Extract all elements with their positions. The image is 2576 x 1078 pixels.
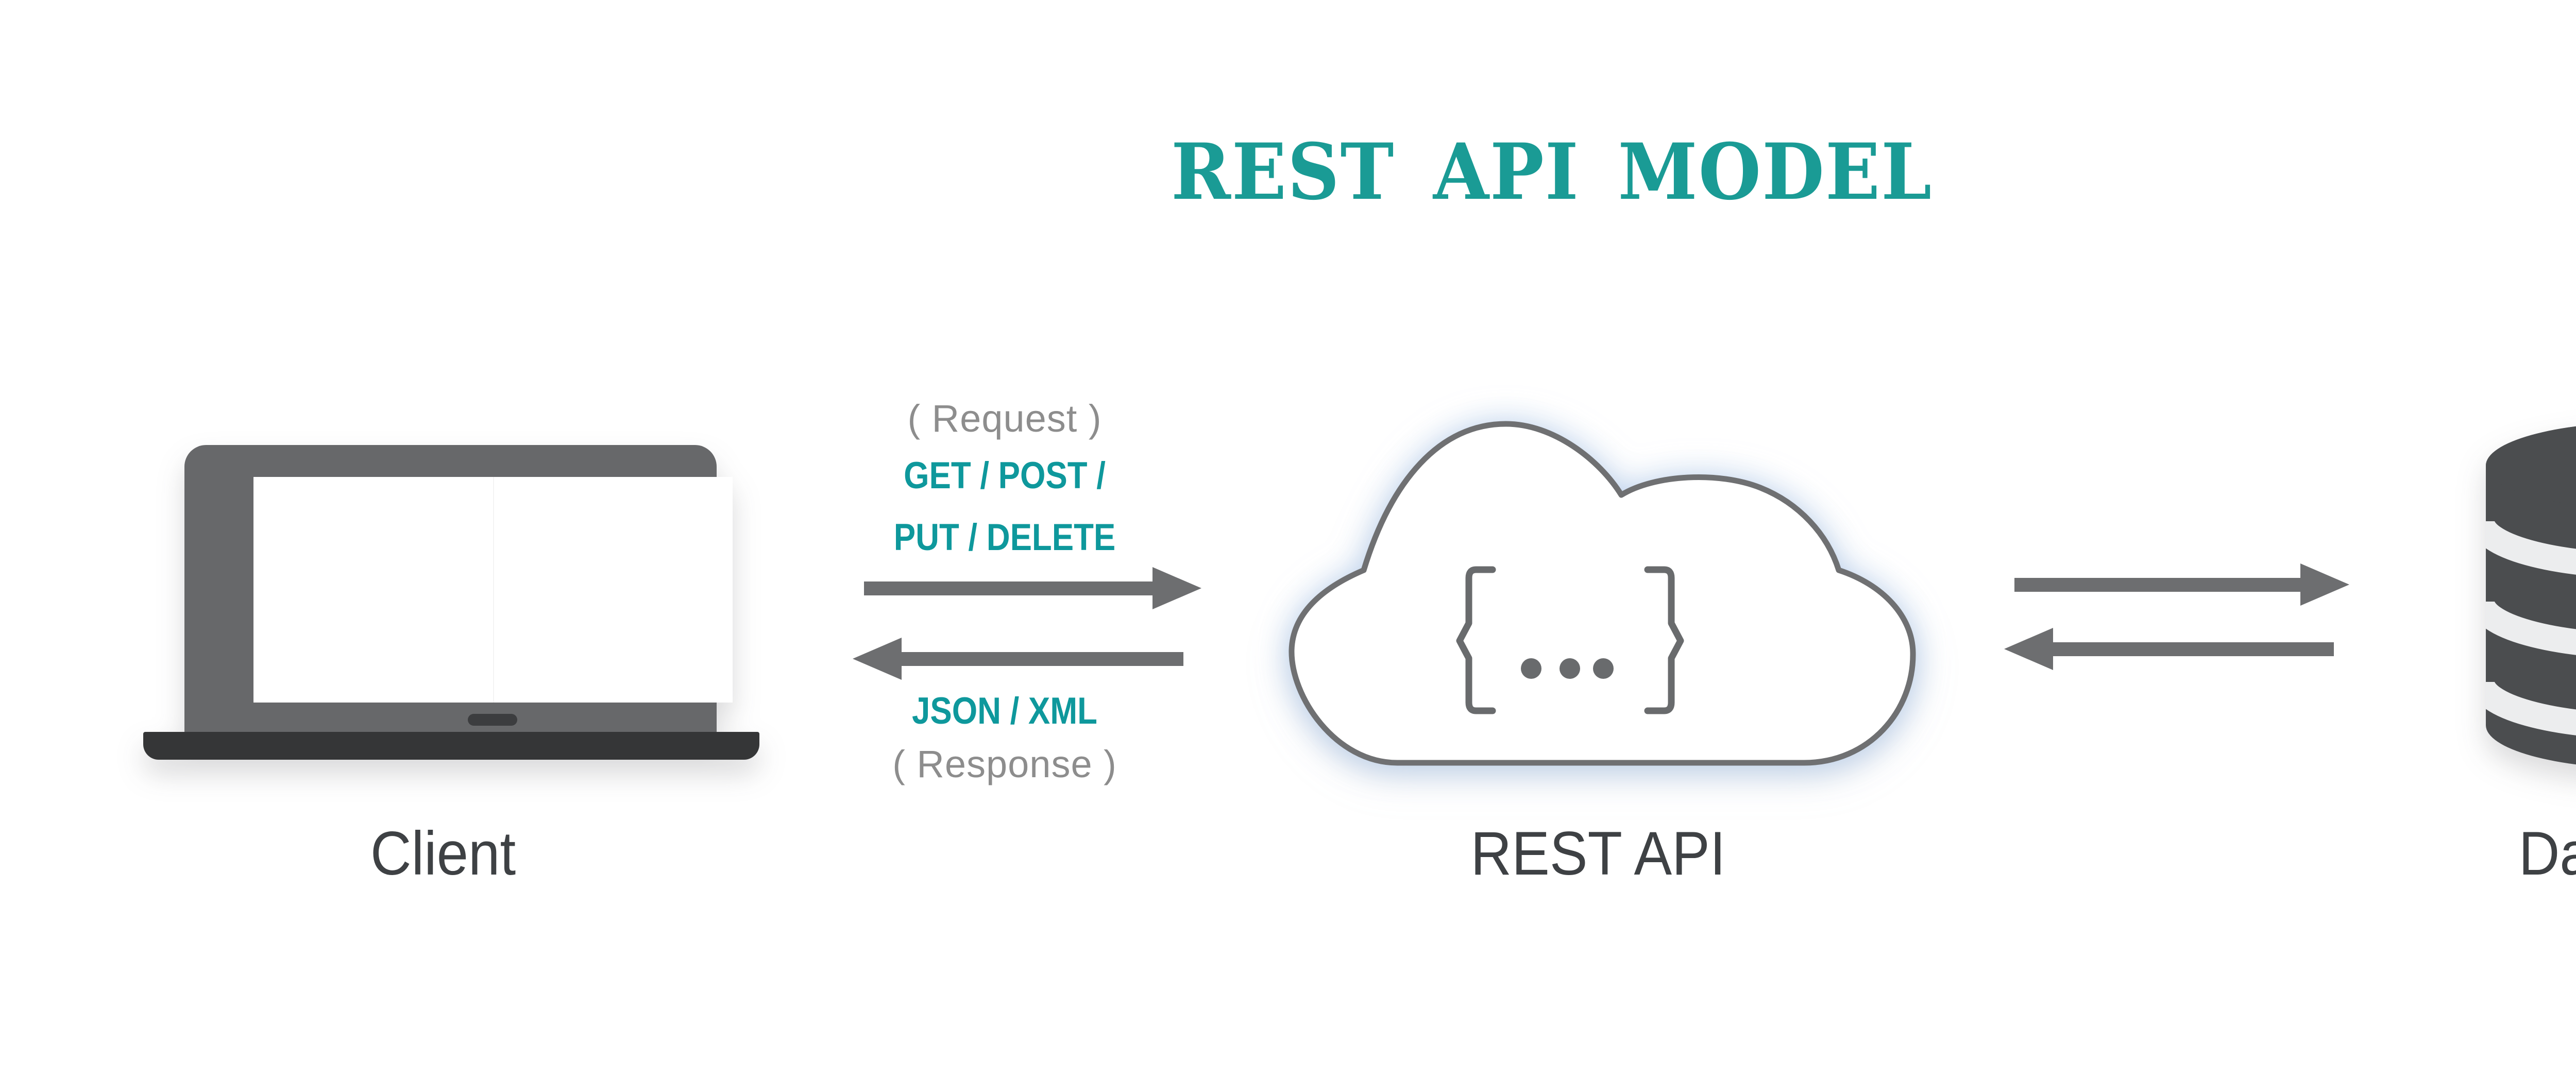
database-gap-band <box>2486 520 2576 579</box>
request-arrow-right-icon <box>864 567 1201 609</box>
response-caption: ( Response ) <box>892 743 1117 785</box>
api-to-database-arrow-icon <box>2014 563 2349 606</box>
json-braces-icon <box>1456 566 1684 714</box>
arrow-head <box>853 638 902 680</box>
rest-api-label: REST API <box>1470 819 1726 888</box>
client-label: Client <box>370 819 516 888</box>
arrow-head <box>2004 628 2053 670</box>
laptop-icon <box>143 445 759 760</box>
database-to-api-arrow-icon <box>2004 628 2334 670</box>
arrow-head <box>1153 567 1201 609</box>
database-icon <box>2486 426 2576 765</box>
arrow-head <box>2300 563 2349 606</box>
json-dot <box>1521 658 1541 679</box>
laptop-bezel <box>184 445 733 732</box>
request-caption: ( Request ) <box>907 397 1102 440</box>
response-formats: JSON / XML <box>912 690 1097 732</box>
response-arrow-left-icon <box>853 638 1183 680</box>
database-gap-band <box>2486 600 2576 659</box>
request-methods-line1: GET / POST / <box>904 455 1106 497</box>
database-label: Database <box>2518 819 2576 888</box>
arrow-shaft <box>2053 642 2334 656</box>
cloud-icon <box>1289 421 1916 766</box>
json-dot <box>1593 658 1614 679</box>
arrow-shaft <box>2014 577 2300 592</box>
diagram-title: REST API MODEL <box>1171 127 1933 217</box>
arrow-shaft <box>864 581 1153 595</box>
laptop-screen <box>253 477 733 703</box>
request-methods-line2: PUT / DELETE <box>893 517 1116 558</box>
database-gap-band <box>2486 680 2576 740</box>
laptop-base <box>143 732 759 760</box>
json-dot <box>1560 658 1580 679</box>
arrow-shaft <box>902 652 1183 666</box>
laptop-screen-seam <box>493 477 494 703</box>
laptop-hinge-notch <box>468 714 517 726</box>
